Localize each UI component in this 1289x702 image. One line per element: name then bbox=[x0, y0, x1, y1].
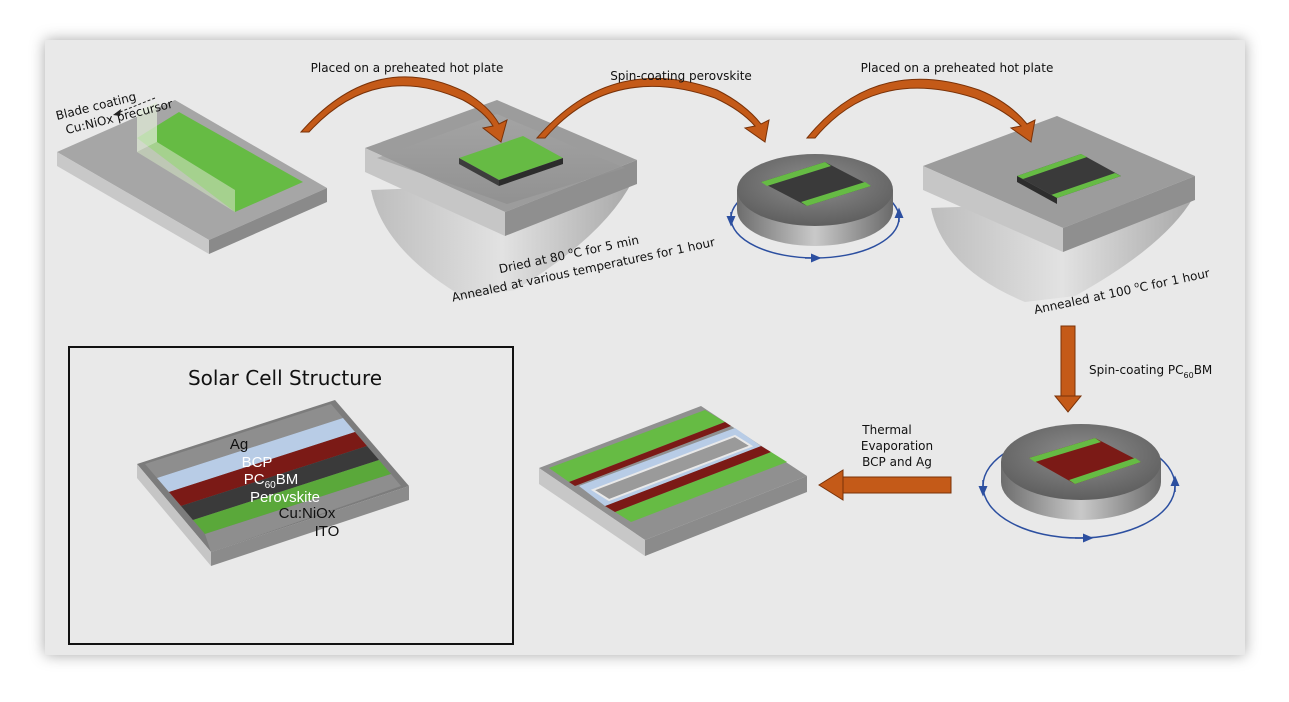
spin-coater-2 bbox=[978, 424, 1180, 543]
sample-green-1 bbox=[459, 136, 563, 180]
structure-title: Solar Cell Structure bbox=[188, 366, 382, 390]
process-diagram: Blade coating Cu:NiOx precursor Dried at… bbox=[54, 61, 1212, 645]
arrow-left bbox=[818, 469, 952, 501]
hot-plate-2 bbox=[923, 116, 1195, 302]
layer-label-perovskite: Perovskite bbox=[250, 489, 320, 506]
hotplate-2-label: Placed on a preheated hot plate bbox=[861, 61, 1054, 75]
hot-plate-1 bbox=[365, 100, 637, 298]
diagram-canvas: Blade coating Cu:NiOx precursor Dried at… bbox=[45, 40, 1245, 655]
blade bbox=[137, 102, 157, 152]
layer-label-cu-niox: Cu:NiOx bbox=[279, 505, 336, 522]
arrow-hotplate-2 bbox=[805, 78, 1036, 143]
layer-label-ito: ITO bbox=[315, 523, 340, 540]
layer-perovskite bbox=[181, 446, 379, 520]
svg-text:Evaporation: Evaporation bbox=[861, 439, 933, 453]
arrow-down bbox=[1053, 325, 1083, 413]
layer-ag bbox=[145, 404, 343, 478]
hotplate-1-label: Placed on a preheated hot plate bbox=[311, 61, 504, 75]
spin-pcbm-label: Spin-coating PC60BM bbox=[1089, 363, 1212, 380]
arrow-hotplate-1 bbox=[299, 76, 508, 143]
blade-coating-substrate bbox=[57, 100, 327, 254]
structure-box bbox=[68, 346, 514, 645]
structure-stack: Ag BCP PC60BM Perovskite Cu:NiOx ITO bbox=[137, 400, 409, 566]
final-device bbox=[539, 406, 807, 556]
layer-label-ag: Ag bbox=[230, 436, 248, 453]
layer-label-pcbm: PC60BM bbox=[244, 471, 298, 491]
spin-perovskite-label: Spin-coating perovskite bbox=[610, 69, 752, 83]
svg-text:BCP and Ag: BCP and Ag bbox=[862, 455, 932, 469]
arrow-spin-1 bbox=[535, 77, 770, 143]
blade-direction-arrow bbox=[114, 97, 156, 115]
spin-coater-1 bbox=[726, 154, 904, 263]
cu-niox-film bbox=[137, 112, 303, 212]
layer-cu-niox bbox=[193, 460, 391, 534]
svg-text:Thermal: Thermal bbox=[861, 423, 911, 437]
thermal-label: Thermal Evaporation BCP and Ag bbox=[861, 423, 933, 469]
layer-ito bbox=[205, 474, 401, 552]
layer-label-bcp: BCP bbox=[242, 454, 273, 471]
layer-bcp bbox=[157, 418, 355, 492]
layer-pcbm bbox=[169, 432, 367, 506]
